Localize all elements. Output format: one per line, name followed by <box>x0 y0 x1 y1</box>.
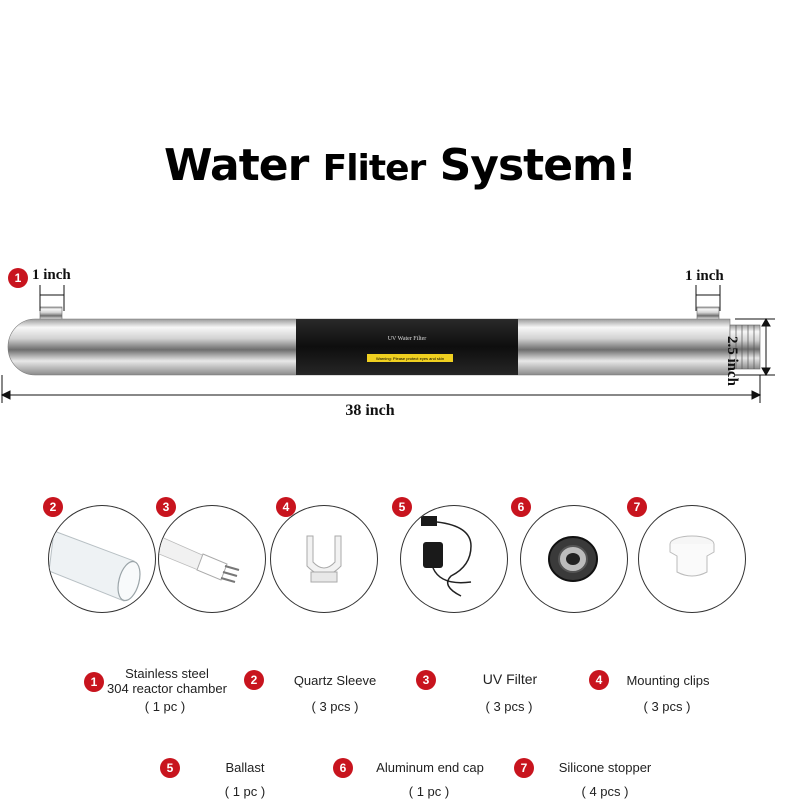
mounting-clip-icon <box>306 535 342 583</box>
legend-name-3: UV Filter <box>482 671 538 687</box>
title-word-water: Water <box>164 140 309 191</box>
part-image-ballast <box>400 505 508 613</box>
part-image-quartz-sleeve <box>48 505 156 613</box>
length-label: 38 inch <box>345 402 395 419</box>
legend-badge-2: 2 <box>244 670 264 690</box>
title-word-fliter: Fliter <box>322 148 427 189</box>
legend-qty-3: ( 3 pcs ) <box>485 699 533 714</box>
legend-badge-1: 1 <box>84 672 104 692</box>
diameter-dimension <box>735 317 775 377</box>
quartz-sleeve-icon <box>49 530 141 602</box>
end-cap <box>729 324 761 370</box>
diameter-label: 2.5 inch <box>724 336 740 387</box>
legend-badge-6: 6 <box>333 758 353 778</box>
right-inlet-dimension <box>695 285 721 311</box>
legend-qty-1: ( 1 pc ) <box>144 699 186 714</box>
legend-badge-7: 7 <box>514 758 534 778</box>
uv-reactor-diagram: UV Water Filter Warning: Please protect … <box>0 285 775 403</box>
legend-qty-4: ( 3 pcs ) <box>643 699 691 714</box>
left-inlet-dimension <box>39 285 65 311</box>
uv-lamp-icon <box>159 535 240 583</box>
legend-name-2: Quartz Sleeve <box>293 673 377 688</box>
silicone-stopper-icon <box>669 535 715 577</box>
right-inlet-label: 1 inch <box>685 268 724 284</box>
legend-name-7: Silicone stopper <box>558 760 652 775</box>
ballast-icon <box>421 516 472 597</box>
legend-badge-3: 3 <box>416 670 436 690</box>
legend-qty-5: ( 1 pc ) <box>224 784 266 799</box>
badge-7: 7 <box>627 497 647 517</box>
badge-1-diagram: 1 <box>8 268 28 288</box>
left-inlet-label: 1 inch <box>32 267 71 283</box>
title-word-system: System! <box>439 140 637 191</box>
band-label: UV Water Filter <box>388 336 427 342</box>
badge-6: 6 <box>511 497 531 517</box>
legend-qty-7: ( 4 pcs ) <box>581 784 629 799</box>
warning-text: Warning: Please protect eyes and skin <box>376 356 444 361</box>
end-cap-icon <box>548 536 598 582</box>
label-band <box>296 319 518 375</box>
warning-sticker <box>367 354 453 362</box>
part-image-silicone-stopper <box>638 505 746 613</box>
part-image-end-cap <box>520 505 628 613</box>
legend-name-5: Ballast <box>225 760 265 775</box>
badge-2: 2 <box>43 497 63 517</box>
length-dimension <box>0 375 762 403</box>
badge-5: 5 <box>392 497 412 517</box>
legend-badge-5: 5 <box>160 758 180 778</box>
part-image-uv-lamp <box>158 505 266 613</box>
legend-badge-4: 4 <box>589 670 609 690</box>
legend-name-6: Aluminum end cap <box>376 760 484 775</box>
legend-name-1: Stainless steel 304 reactor chamber <box>107 666 227 696</box>
badge-4: 4 <box>276 497 296 517</box>
legend-qty-2: ( 3 pcs ) <box>311 699 359 714</box>
badge-3: 3 <box>156 497 176 517</box>
page-title: Water Fliter System! <box>0 140 800 191</box>
legend-qty-6: ( 1 pc ) <box>408 784 450 799</box>
legend-name-4: Mounting clips <box>626 673 710 688</box>
part-image-mounting-clip <box>270 505 378 613</box>
